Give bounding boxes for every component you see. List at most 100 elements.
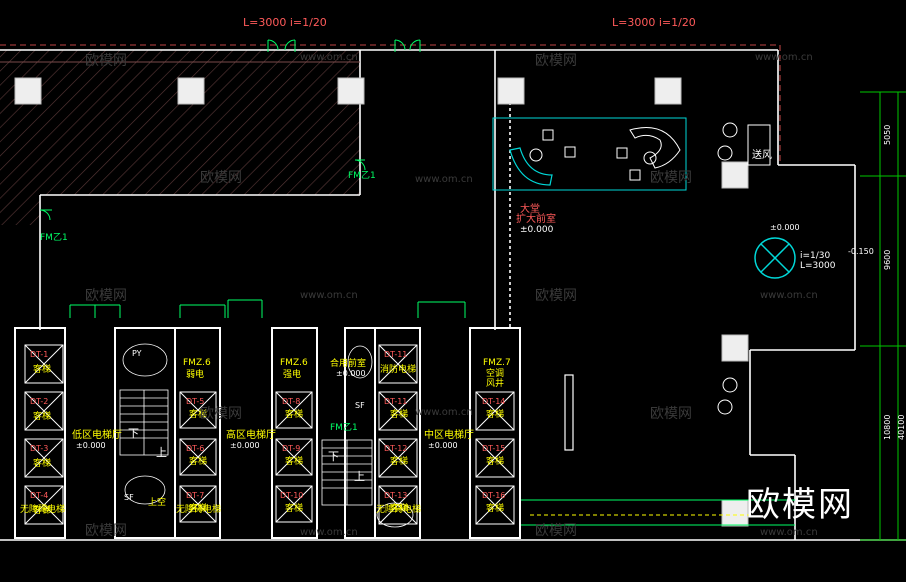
dim-5050: 5050 xyxy=(883,125,892,145)
accessible-lift-label: 无障碍电梯 xyxy=(176,503,221,515)
lobby-subname: 扩大前室 xyxy=(516,212,556,225)
watermark: www.om.cn xyxy=(300,52,358,63)
hatched-area xyxy=(0,50,360,225)
accessible-lift-label: 无障碍电梯 xyxy=(376,503,421,515)
shaft-name: 空调 xyxy=(486,367,504,379)
lift-type: 客梯 xyxy=(390,502,408,514)
lift-code: DT-11 xyxy=(384,397,407,406)
lift-type: 客梯 xyxy=(390,455,408,467)
exhaust-fan xyxy=(754,237,796,279)
shaft-name: 弱电 xyxy=(186,368,204,380)
sofa-left xyxy=(509,147,553,186)
watermark: 欧模网 xyxy=(535,288,577,304)
lobby-level: ±0.000 xyxy=(520,225,554,235)
stair-void: 上空 xyxy=(148,496,166,508)
lift-shafts xyxy=(24,344,515,525)
stair-1 xyxy=(119,343,169,505)
front-room-name: 合用前室 xyxy=(330,357,366,369)
fan-label: 送风 xyxy=(752,148,772,161)
lift-type: 客梯 xyxy=(285,408,303,420)
front-room-level: ±0.000 xyxy=(336,369,366,378)
hall-name: 高区电梯厅 xyxy=(226,428,276,441)
lift-code: DT-15 xyxy=(482,444,505,453)
fan-level: ±0.000 xyxy=(770,223,800,232)
stair-up-1: 上 xyxy=(156,446,167,459)
lift-code: DT-13 xyxy=(384,491,407,500)
hall-level: ±0.000 xyxy=(230,441,260,450)
top-label-2: L=3000 i=1/20 xyxy=(612,16,696,29)
logo-text: 欧模网 xyxy=(746,485,854,525)
curtain-wall-strip xyxy=(520,499,795,526)
shaft-code: FMZ.7 xyxy=(483,358,511,368)
dim-10800: 10800 xyxy=(883,415,892,440)
lift-type: 客梯 xyxy=(189,455,207,467)
stair-2 xyxy=(321,345,414,528)
lift-type: 客梯 xyxy=(486,455,504,467)
lift-code: DT-11 xyxy=(384,350,407,359)
ramp-slope: i=1/30 xyxy=(800,251,831,261)
lobby-chairs xyxy=(529,129,657,181)
lift-type: 客梯 xyxy=(285,502,303,514)
watermark: 欧模网 xyxy=(650,406,692,422)
reception-desk xyxy=(564,374,574,451)
stair-down-1: 下 xyxy=(128,427,139,440)
door-label-c: FM乙1 xyxy=(330,422,358,433)
watermark: 欧模网 xyxy=(85,53,127,69)
hall-level: ±0.000 xyxy=(428,441,458,450)
top-doors xyxy=(39,39,421,221)
roof-outline xyxy=(0,44,781,165)
watermark: www.om.cn xyxy=(755,52,813,63)
watermark: 欧模网 xyxy=(85,288,127,304)
door-label-b: FM乙1 xyxy=(40,232,68,243)
shaft-name-2: 风井 xyxy=(486,377,504,389)
lift-type: 客梯 xyxy=(486,502,504,514)
stair-down-2: 下 xyxy=(328,450,339,463)
stair-up-2: 上 xyxy=(354,470,365,483)
watermark: www.om.cn xyxy=(415,407,473,418)
lift-code: DT-16 xyxy=(482,491,505,500)
lift-type: 客梯 xyxy=(285,455,303,467)
columns xyxy=(14,77,749,527)
watermark: 欧模网 xyxy=(535,53,577,69)
lift-type: 客梯 xyxy=(33,457,51,469)
lift-code: DT-14 xyxy=(482,397,505,406)
dimension-lines xyxy=(860,91,906,541)
watermark: 欧模网 xyxy=(650,170,692,186)
watermark: www.om.cn xyxy=(300,527,358,538)
watermark: 欧模网 xyxy=(200,170,242,186)
watermark: 欧模网 xyxy=(200,406,242,422)
hall-doors xyxy=(69,299,466,318)
hall-level: ±0.000 xyxy=(76,441,106,450)
lift-type: 客梯 xyxy=(33,363,51,375)
watermark: www.om.cn xyxy=(760,290,818,301)
shaft-code: FMZ.6 xyxy=(280,358,308,368)
stair-sf-2: SF xyxy=(355,401,365,410)
accessible-lift-label: 无障碍电梯 xyxy=(20,503,65,515)
lobby-name: 大堂 xyxy=(520,202,540,215)
top-label-1: L=3000 i=1/20 xyxy=(243,16,327,29)
lift-code: DT-5 xyxy=(186,397,204,406)
watermark: 欧模网 xyxy=(85,523,127,539)
lift-type: 消防电梯 xyxy=(380,363,416,375)
lift-code: DT-6 xyxy=(186,444,204,453)
dim-9600: 9600 xyxy=(883,250,892,270)
lift-type: 客梯 xyxy=(189,408,207,420)
lift-code: DT-8 xyxy=(282,397,300,406)
exterior-walls xyxy=(0,49,906,541)
core-walls xyxy=(14,327,521,539)
door-label-a: FM乙1 xyxy=(348,170,376,181)
lift-type: 客梯 xyxy=(33,410,51,422)
lift-code: DT-4 xyxy=(30,491,48,500)
lift-type: 客梯 xyxy=(33,504,51,516)
watermark: www.om.cn xyxy=(300,290,358,301)
lift-code: DT-3 xyxy=(30,444,48,453)
shaft-name: 强电 xyxy=(283,368,301,380)
lift-code: DT-2 xyxy=(30,397,48,406)
stair-sf-1: SF xyxy=(124,493,134,502)
hall-name: 低区电梯厅 xyxy=(72,428,122,441)
shaft-code: FMZ.6 xyxy=(183,358,211,368)
lift-type: 客梯 xyxy=(189,502,207,514)
stair-py: PY xyxy=(132,349,142,358)
